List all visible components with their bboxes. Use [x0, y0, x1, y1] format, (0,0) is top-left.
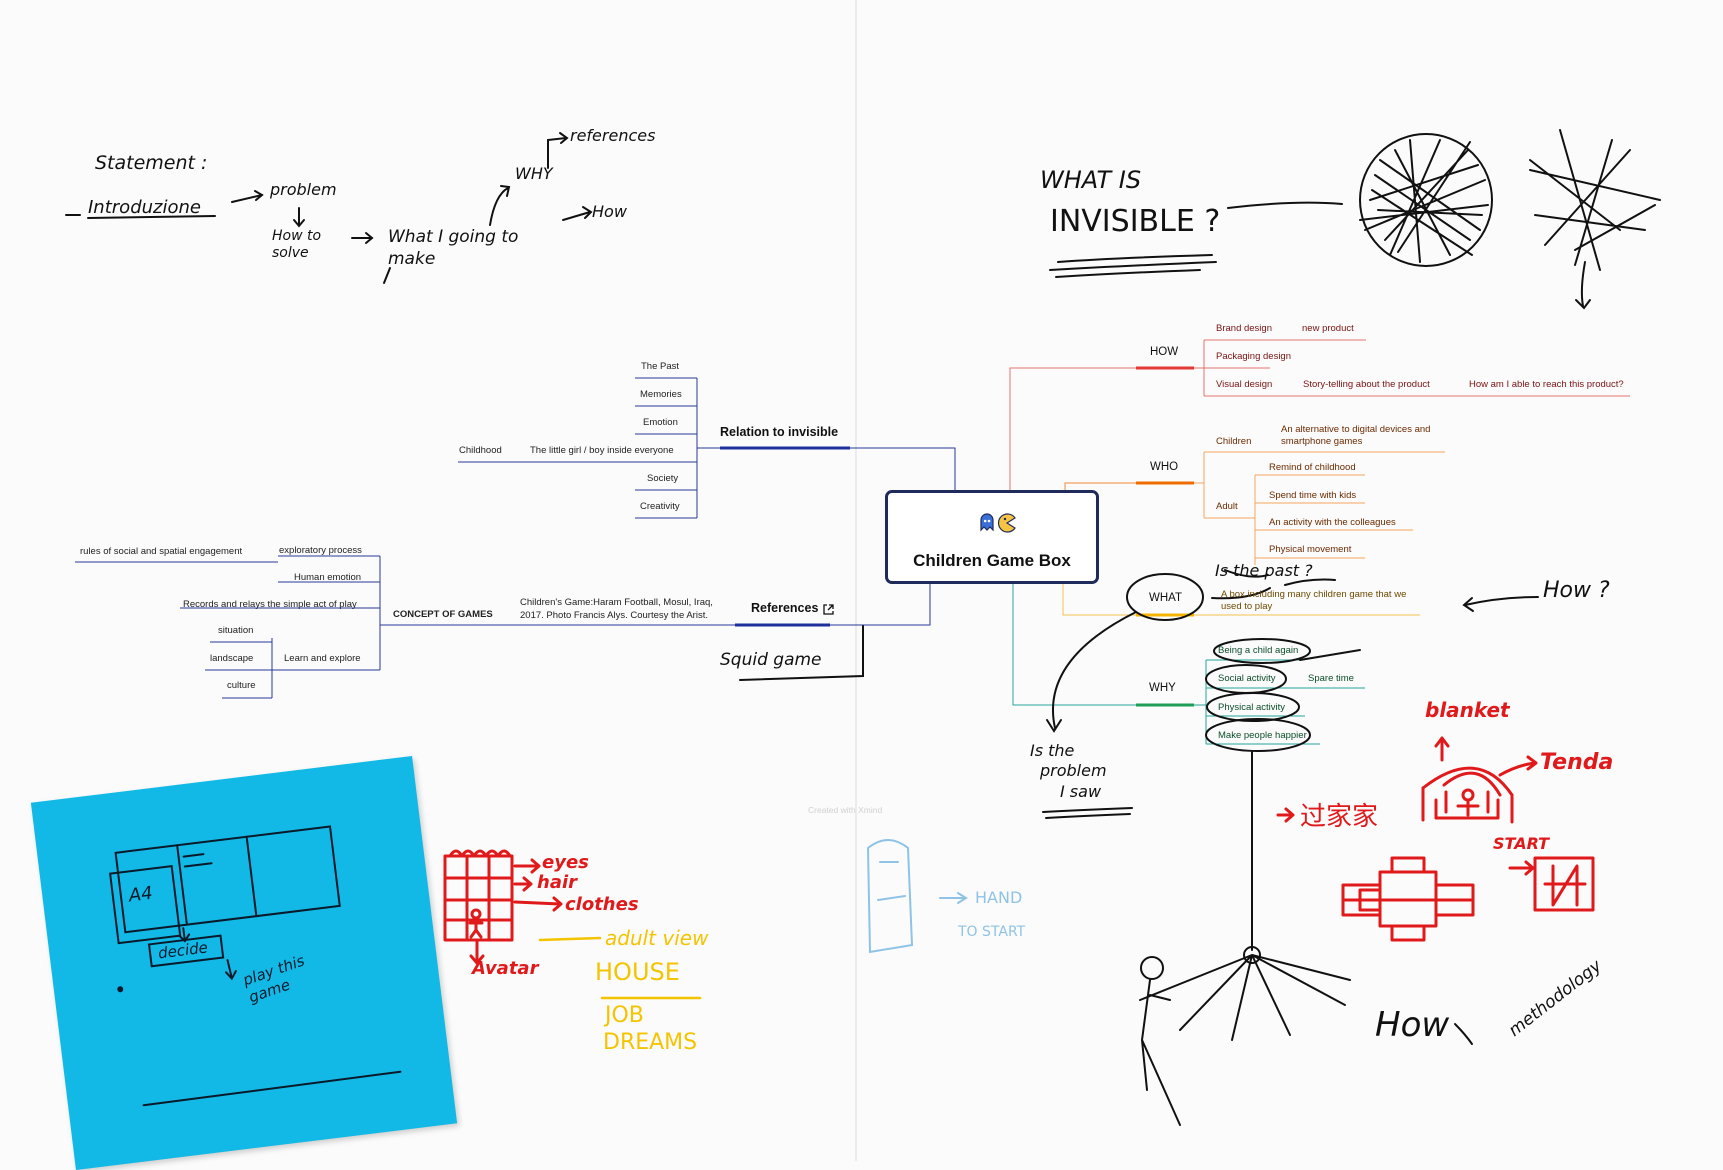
how-item-question[interactable]: How am I able to reach this product? — [1469, 379, 1624, 390]
note-avatar: Avatar — [472, 958, 539, 979]
branch-who[interactable]: WHO — [1150, 461, 1179, 473]
sticky-note: A4 decide play this game — [30, 755, 458, 1170]
adult-item-spend-time[interactable]: Spend time with kids — [1269, 490, 1357, 501]
note-job: JOB — [605, 1003, 644, 1028]
note-what-is: WHAT IS — [1040, 166, 1142, 194]
note-is-the: Is the — [1030, 741, 1075, 760]
relation-item-past[interactable]: The Past — [641, 361, 680, 372]
who-item-children[interactable]: Children — [1216, 436, 1252, 447]
note-problem-saw: problem — [1040, 761, 1107, 780]
branch-what[interactable]: WHAT — [1149, 592, 1183, 604]
concept-item-culture[interactable]: culture — [227, 680, 256, 691]
note-eyes: eyes — [542, 852, 589, 873]
concept-item-situation[interactable]: situation — [218, 625, 254, 636]
adult-item-physical[interactable]: Physical movement — [1269, 544, 1352, 555]
central-topic-title: Children Game Box — [913, 551, 1071, 570]
reference-caption-line1: Children's Game:Haram Football, Mosul, I… — [520, 597, 713, 608]
note-how-bottom: How — [1375, 1005, 1450, 1045]
note-blanket: blanket — [1425, 698, 1510, 722]
note-how-to-solve: How to solve — [272, 228, 322, 261]
note-chinese: 过家家 — [1300, 802, 1379, 832]
how-item-brand-design[interactable]: Brand design — [1216, 323, 1272, 334]
what-description-2: used to play — [1221, 601, 1273, 612]
note-hand: HAND — [975, 888, 1023, 907]
relation-item-society[interactable]: Society — [647, 473, 679, 484]
adult-item-colleagues[interactable]: An activity with the colleagues — [1269, 517, 1396, 528]
relation-item-childhood[interactable]: Childhood — [459, 445, 502, 456]
how-item-packaging[interactable]: Packaging design — [1216, 351, 1291, 362]
note-invisible: INVISIBLE ? — [1050, 204, 1221, 239]
relation-item-memories[interactable]: Memories — [640, 389, 682, 400]
adult-item-remind[interactable]: Remind of childhood — [1269, 462, 1356, 473]
branch-relation-to-invisible[interactable]: Relation to invisible — [720, 425, 839, 439]
why-item-happier[interactable]: Make people happier — [1218, 730, 1307, 741]
note-introduction: Introduzione — [88, 197, 201, 218]
xmind-watermark: Created with Xmind — [808, 805, 883, 815]
how-item-visual-design[interactable]: Visual design — [1216, 379, 1273, 390]
note-hair: hair — [537, 872, 578, 893]
external-link-icon[interactable] — [823, 602, 834, 615]
who-item-alternative-2: smartphone games — [1281, 436, 1363, 447]
branch-why[interactable]: WHY — [1149, 682, 1176, 694]
how-item-new-product[interactable]: new product — [1302, 323, 1354, 334]
how-item-storytelling[interactable]: Story-telling about the product — [1303, 379, 1430, 390]
concept-of-games[interactable]: CONCEPT OF GAMES — [393, 609, 493, 620]
note-why: WHY — [515, 164, 553, 183]
note-adult-view: adult view — [605, 926, 709, 950]
concept-item-landscape[interactable]: landscape — [210, 653, 254, 664]
relation-item-emotion[interactable]: Emotion — [643, 417, 678, 428]
who-item-alternative-1[interactable]: An alternative to digital devices and — [1281, 424, 1431, 435]
why-item-social[interactable]: Social activity — [1218, 673, 1276, 684]
why-item-spare-time[interactable]: Spare time — [1308, 673, 1354, 684]
page-fold — [855, 0, 857, 1161]
concept-item-exploratory[interactable]: exploratory process — [279, 545, 362, 556]
branch-how[interactable]: HOW — [1150, 346, 1179, 358]
note-statement: Statement : — [95, 152, 208, 174]
relation-item-creativity[interactable]: Creativity — [640, 501, 680, 512]
concept-item-human-emotion[interactable]: Human emotion — [294, 572, 362, 583]
concept-item-learn-explore[interactable]: Learn and explore — [284, 653, 361, 664]
note-house: HOUSE — [595, 958, 680, 986]
note-references: references — [570, 126, 656, 145]
sticky-a4: A4 — [127, 882, 154, 907]
who-item-adult[interactable]: Adult — [1216, 501, 1238, 512]
note-how-question: How ? — [1543, 578, 1610, 603]
note-i-saw: I saw — [1060, 782, 1102, 801]
what-description-1[interactable]: A box including many children game that … — [1221, 589, 1407, 600]
note-squid-game: Squid game — [720, 650, 822, 670]
reference-caption-line2: 2017. Photo Francis Alys. Courtesy the A… — [520, 610, 708, 621]
relation-item-little-girl-boy[interactable]: The little girl / boy inside everyone — [530, 445, 674, 456]
branch-references[interactable]: References — [751, 601, 819, 615]
note-how: How — [592, 202, 627, 221]
center-icons — [978, 510, 1018, 536]
note-dreams: DREAMS — [603, 1030, 698, 1055]
sticky-sketch — [108, 825, 402, 1107]
why-item-physical[interactable]: Physical activity — [1218, 702, 1286, 713]
why-item-child-again[interactable]: Being a child again — [1218, 645, 1299, 656]
note-problem: problem — [270, 180, 337, 199]
note-is-the-past: Is the past ? — [1215, 561, 1313, 580]
note-start: START — [1493, 834, 1550, 853]
pacman-icon — [997, 513, 1016, 533]
note-clothes: clothes — [565, 894, 639, 915]
concept-item-rules[interactable]: rules of social and spatial engagement — [80, 546, 243, 557]
ghost-icon — [980, 513, 994, 532]
note-what-making: What I going to make — [388, 227, 519, 269]
concept-item-records[interactable]: Records and relays the simple act of pla… — [183, 599, 357, 610]
note-to-start: TO START — [958, 924, 1026, 940]
note-tenda: Tenda — [1540, 750, 1614, 775]
central-topic[interactable]: Children Game Box — [885, 490, 1099, 584]
